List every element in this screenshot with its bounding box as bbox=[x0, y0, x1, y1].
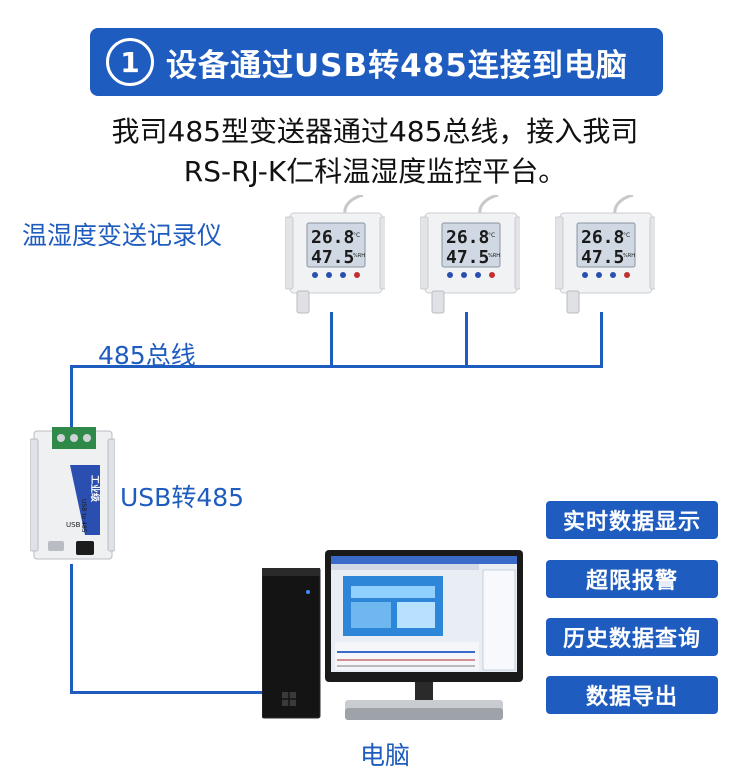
model-text: USB to 485 bbox=[80, 499, 87, 533]
led-icon bbox=[48, 541, 64, 551]
converter-label: USB转485 bbox=[120, 483, 245, 512]
intro-line-2: RS-RJ-K仁科温湿度监控平台。 bbox=[183, 155, 567, 188]
intro-line-1: 我司485型变送器通过485总线，接入我司 bbox=[111, 115, 639, 148]
screw-icon bbox=[57, 434, 65, 442]
humidity-reading: 47.5 bbox=[581, 247, 624, 268]
button-icon bbox=[312, 272, 318, 278]
sensor-cable bbox=[478, 195, 499, 216]
temp-unit: °C bbox=[623, 232, 630, 239]
sensor-2-drop-wire bbox=[465, 312, 468, 367]
sensor-cable bbox=[613, 195, 634, 216]
button-icon bbox=[596, 272, 602, 278]
feature-data-export: 数据导出 bbox=[546, 676, 718, 714]
feature-history-query: 历史数据查询 bbox=[546, 618, 718, 656]
temperature-reading: 26.8 bbox=[581, 227, 624, 248]
bus-wire-horizontal bbox=[70, 365, 603, 368]
step-number-badge: 1 bbox=[106, 38, 154, 86]
sensor-1-drop-wire bbox=[330, 312, 333, 367]
lcd-screen bbox=[576, 222, 636, 268]
sensor-3-drop-wire bbox=[600, 312, 603, 367]
sensor-2: 26.8 47.5 °C %RH bbox=[420, 195, 520, 314]
indicator-icon bbox=[489, 272, 495, 278]
humidity-reading: 47.5 bbox=[446, 247, 489, 268]
computer-label: 电脑 bbox=[360, 741, 411, 770]
probe bbox=[431, 290, 445, 314]
tree-sidebar bbox=[482, 569, 516, 671]
hum-unit: %RH bbox=[488, 253, 500, 259]
temperature-reading: 26.8 bbox=[311, 227, 354, 248]
label-stripe bbox=[70, 465, 100, 535]
screw-icon bbox=[70, 434, 78, 442]
sensor-3: 26.8 47.5 °C %RH bbox=[555, 195, 655, 314]
intro-text: 我司485型变送器通过485总线，接入我司 RS-RJ-K仁科温湿度监控平台。 bbox=[0, 112, 750, 192]
hum-unit: %RH bbox=[623, 253, 635, 259]
usb-cable-horizontal bbox=[70, 691, 262, 694]
humidity-reading: 47.5 bbox=[311, 247, 354, 268]
sensor-1: 26.8 47.5 °C %RH bbox=[285, 195, 385, 314]
port-text: USB bbox=[66, 521, 81, 529]
sensor-cable bbox=[343, 195, 364, 216]
lcd-screen bbox=[441, 222, 501, 268]
button-icon bbox=[447, 272, 453, 278]
usb-port-icon bbox=[76, 541, 94, 555]
probe bbox=[296, 290, 310, 314]
button-icon bbox=[340, 272, 346, 278]
lcd-screen bbox=[306, 222, 366, 268]
usb-cable-vertical bbox=[70, 564, 73, 694]
step-banner: 1 设备通过USB转485连接到电脑 bbox=[90, 28, 663, 96]
button-icon bbox=[326, 272, 332, 278]
temperature-reading: 26.8 bbox=[446, 227, 489, 248]
recorder-label: 温湿度变送记录仪 bbox=[22, 221, 223, 250]
bus-wire-to-converter bbox=[70, 365, 73, 427]
button-icon bbox=[610, 272, 616, 278]
brand-text: 工业级 bbox=[89, 475, 101, 503]
feature-realtime-display: 实时数据显示 bbox=[546, 501, 718, 539]
temp-unit: °C bbox=[353, 232, 360, 239]
hum-unit: %RH bbox=[353, 253, 365, 259]
button-icon bbox=[461, 272, 467, 278]
button-icon bbox=[475, 272, 481, 278]
pc-tower bbox=[262, 568, 321, 719]
monitor bbox=[325, 550, 523, 720]
indicator-icon bbox=[624, 272, 630, 278]
usb-485-converter: 工业级 USB to 485 USB bbox=[30, 427, 115, 560]
indicator-icon bbox=[354, 272, 360, 278]
banner-title: 设备通过USB转485连接到电脑 bbox=[166, 47, 628, 84]
temp-unit: °C bbox=[488, 232, 495, 239]
button-icon bbox=[582, 272, 588, 278]
feature-alarm: 超限报警 bbox=[546, 560, 718, 598]
probe bbox=[566, 290, 580, 314]
screw-icon bbox=[83, 434, 91, 442]
power-led-icon bbox=[306, 590, 310, 594]
